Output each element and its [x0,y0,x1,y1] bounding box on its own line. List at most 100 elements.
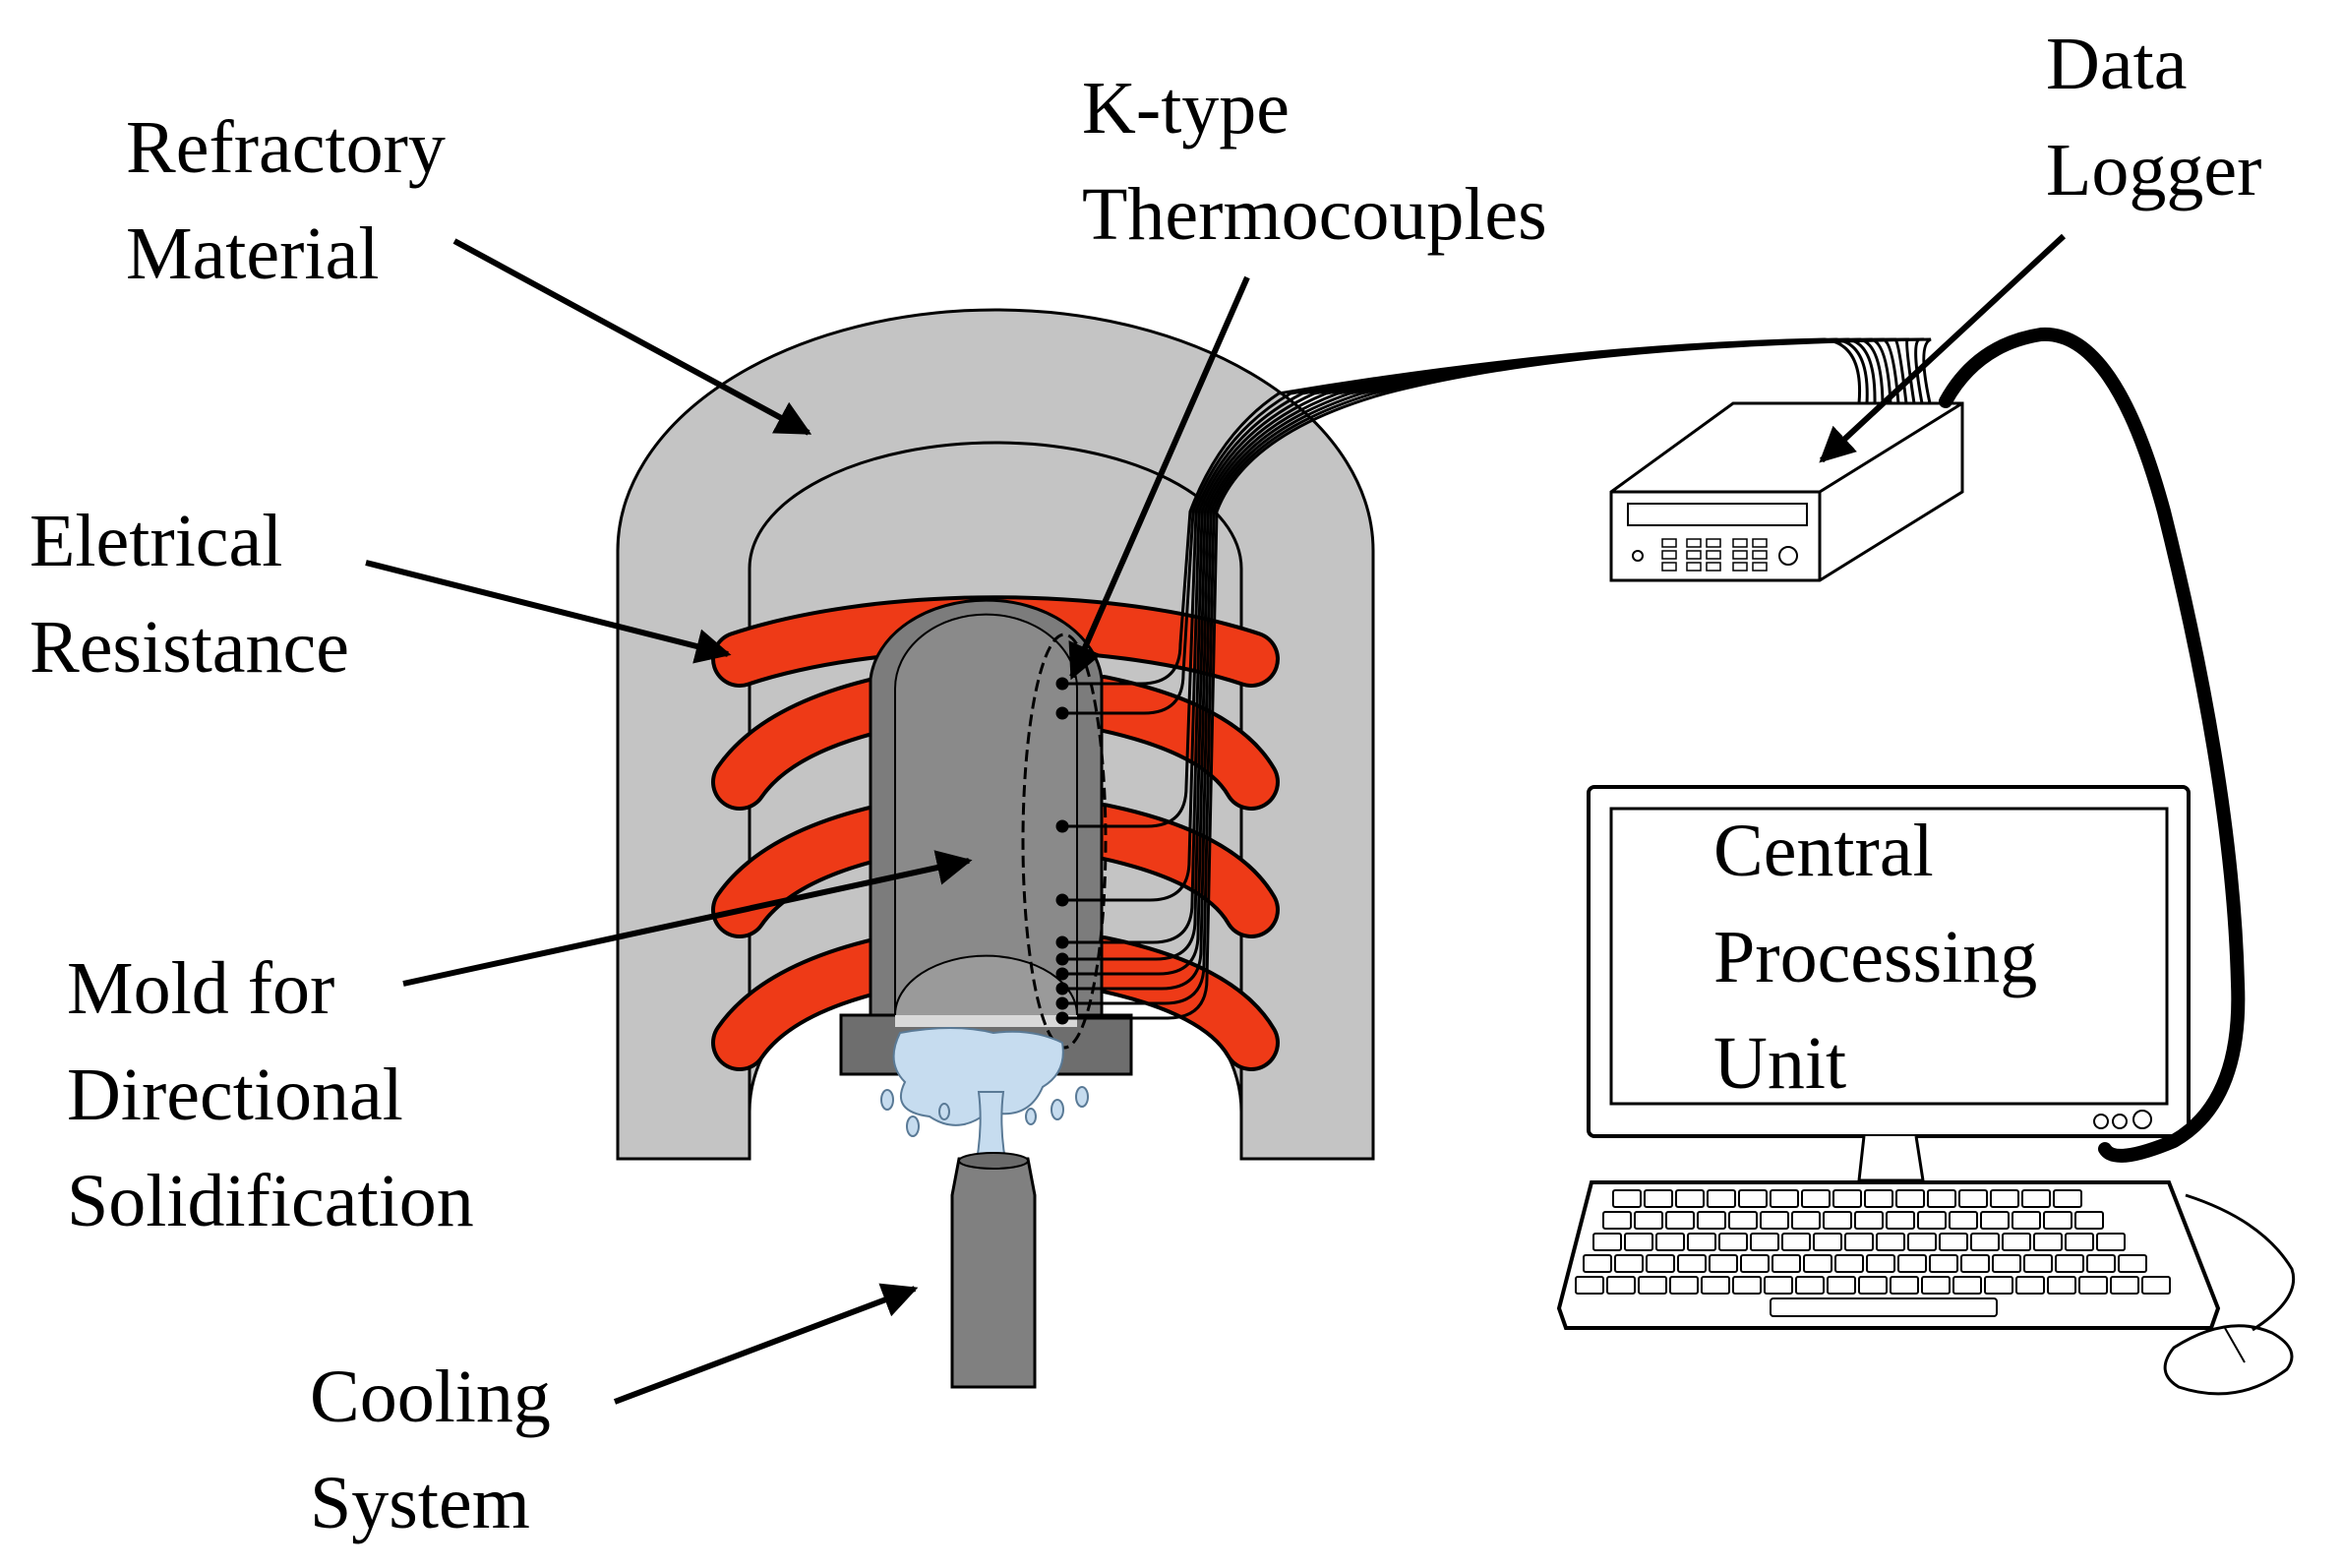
keyboard-key [1992,1254,2021,1273]
keyboard-key [2110,1276,2139,1295]
thermocouple-wire [1062,337,1932,1020]
keyboard-key [1803,1254,1832,1273]
furnace [616,308,1932,1389]
keyboard-key [1738,1189,1768,1208]
keyboard-keys [1575,1189,2171,1317]
keyboard-key [1728,1211,1758,1230]
keyboard-key [1770,1189,1799,1208]
resistance-arrow [365,560,732,664]
keyboard-key [1895,1189,1925,1208]
keyboard-key [1897,1254,1927,1273]
keyboard-key [1917,1211,1947,1230]
keyboard-key [1602,1211,1632,1230]
keyboard-key [1772,1254,1801,1273]
keyboard-key [1750,1233,1779,1251]
keyboard-key [1677,1254,1707,1273]
thermocouples [1055,337,1932,1025]
keyboard-key [2074,1211,2104,1230]
keyboard-key [2043,1211,2072,1230]
keyboard-key [1801,1189,1831,1208]
keyboard-key [1949,1211,1978,1230]
keyboard-key [1795,1276,1825,1295]
keyboard-key [2033,1233,2063,1251]
mouse [2163,1324,2294,1396]
keyboard-key [1866,1254,1895,1273]
keyboard-key [2015,1276,2045,1295]
keyboard-key [1614,1254,1644,1273]
keyboard-key [1907,1233,1937,1251]
label-mold: Mold for Directional Solidification [67,947,474,1242]
keyboard-key [2055,1254,2084,1273]
keyboard-key [1709,1254,1738,1273]
keyboard-key [1958,1189,1988,1208]
keyboard-key [1655,1233,1685,1251]
refractory-arrow [452,238,812,436]
data-logger [1609,401,1964,582]
keyboard-key [1701,1276,1730,1295]
keyboard-key [1970,1233,2000,1251]
keyboard-key [1732,1276,1762,1295]
keyboard-key [1823,1211,1852,1230]
keyboard-key [2012,1211,2041,1230]
keyboard-key [2096,1233,2126,1251]
mouse-cable [2185,1193,2296,1332]
thermocouples-arrow [1068,275,1250,681]
keyboard-spacebar [1770,1297,1998,1317]
keyboard-key [1921,1276,1951,1295]
keyboard-key [1669,1276,1699,1295]
computer [1556,327,2296,1396]
keyboard-key [1624,1233,1653,1251]
keyboard-key [1827,1276,1856,1295]
thermocouple-zone [1021,633,1108,1050]
keyboard-key [1675,1189,1705,1208]
cooling-arrow [613,1283,919,1405]
keyboard-key [1612,1189,1642,1208]
keyboard-key [1575,1276,1604,1295]
label-cooling: Cooling System [310,1356,570,1544]
keyboard-key [1927,1189,1956,1208]
keyboard-key [1960,1254,1990,1273]
keyboard-key [1740,1254,1770,1273]
logger-arrow [1819,233,2067,463]
label-cpu: Central Processing Unit [1713,810,2056,1105]
keyboard-key [1858,1276,1888,1295]
keyboard-key [1990,1189,2019,1208]
label-refractory: Refractory Material [126,106,464,295]
keyboard-key [1832,1189,1862,1208]
keyboard-key [1638,1276,1667,1295]
keyboard-key [1583,1254,1612,1273]
monitor-stand [1857,1135,1925,1182]
keyboard-key [2086,1254,2116,1273]
label-thermocouples: K-type Thermocouples [1082,67,1547,256]
keyboard-key [1980,1211,2010,1230]
keyboard-key [1665,1211,1695,1230]
keyboard-key [1781,1233,1811,1251]
keyboard-key [1886,1211,1915,1230]
keyboard-key [1844,1233,1874,1251]
keyboard-key [2002,1233,2031,1251]
keyboard-key [1687,1233,1716,1251]
label-resistance: Eletrical Resistance [30,500,349,689]
keyboard-key [1813,1233,1842,1251]
keyboard-key [1707,1189,1736,1208]
keyboard-key [2023,1254,2053,1273]
keyboard-key [1834,1254,1864,1273]
keyboard-key [1646,1254,1675,1273]
keyboard-key [1718,1233,1748,1251]
keyboard-key [1764,1276,1793,1295]
keyboard-key [2053,1189,2082,1208]
keyboard-key [1606,1276,1636,1295]
keyboard-key [2078,1276,2108,1295]
keyboard-key [2047,1276,2076,1295]
keyboard-key [1864,1189,1893,1208]
keyboard-key [1791,1211,1821,1230]
keyboard-key [1760,1211,1789,1230]
keyboard-key [1634,1211,1663,1230]
keyboard-key [1984,1276,2013,1295]
keyboard-key [1854,1211,1884,1230]
keyboard-key [1592,1233,1622,1251]
mold-arrow [402,850,973,987]
keyboard-key [1644,1189,1673,1208]
keyboard-key [1876,1233,1905,1251]
